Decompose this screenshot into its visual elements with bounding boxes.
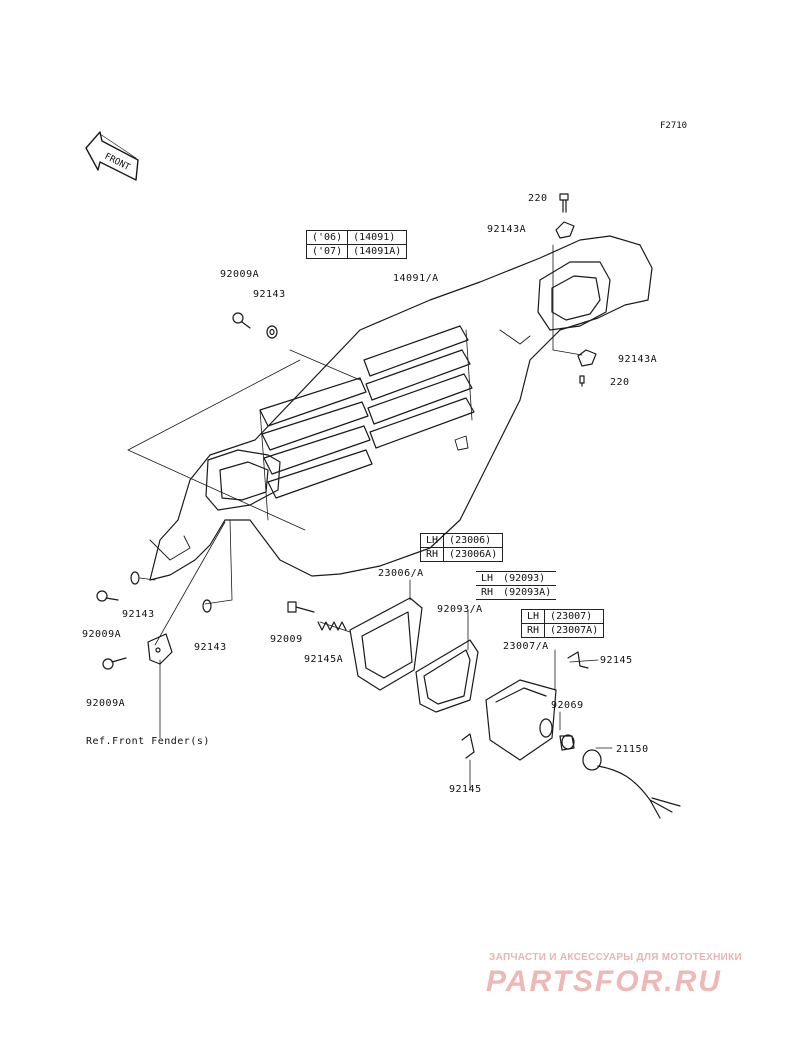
table-cell: (23007) xyxy=(544,609,605,624)
label-92143-left: 92143 xyxy=(122,609,155,620)
gasket-92093 xyxy=(415,639,479,713)
clip-92145-bottom-icon xyxy=(461,733,475,759)
clip-92145-right-icon xyxy=(567,651,589,669)
label-ref-front-fender: Ref.Front Fender(s) xyxy=(86,736,210,747)
table-cell: (23006) xyxy=(443,533,504,548)
bolt-92009A-left-icon xyxy=(96,590,119,602)
table-cell: (23007A) xyxy=(544,623,605,638)
bracket-icon xyxy=(147,633,173,665)
table-cover-versions: ('06) (14091) ('07) (14091A) xyxy=(305,230,408,259)
table-cell: RH xyxy=(520,623,546,638)
bolt-220-right-icon xyxy=(579,375,585,387)
table-row: RH (23006A) xyxy=(419,547,504,562)
headlight-cover-14091 xyxy=(149,235,653,581)
label-92009A-left: 92009A xyxy=(82,629,122,640)
label-23006A: 23006/A xyxy=(378,568,424,579)
table-cell: (14091A) xyxy=(347,244,408,259)
table-cell: RH xyxy=(476,585,499,600)
table-cell: RH xyxy=(419,547,445,562)
label-23007A: 23007/A xyxy=(503,641,549,652)
table-cell: LH xyxy=(476,571,499,586)
watermark-tagline: ЗАПЧАСТИ И АКСЕССУАРЫ ДЛЯ МОТОТЕХНИКИ xyxy=(489,952,742,963)
label-92145-bottom: 92145 xyxy=(449,784,482,795)
table-row: LH (23007) xyxy=(520,609,605,624)
label-220-top: 220 xyxy=(528,193,548,204)
table-23007-sides: LH (23007) RH (23007A) xyxy=(520,609,605,638)
label-92009: 92009 xyxy=(270,634,303,645)
figure-id: F2710 xyxy=(660,121,688,131)
table-cell: (14091) xyxy=(347,230,408,245)
table-row: LH (23006) xyxy=(419,533,504,548)
bolt-92009A-bottom-icon xyxy=(102,657,127,670)
table-92093-sides: LH (92093) RH (92093A) xyxy=(476,571,557,600)
label-92143A-right: 92143A xyxy=(618,354,658,365)
table-row: ('06) (14091) xyxy=(305,230,408,245)
label-92143-mid: 92143 xyxy=(194,642,227,653)
washer-92143-left-icon xyxy=(130,571,140,585)
bolt-92009-icon xyxy=(287,601,315,613)
table-cell: (92093A) xyxy=(498,585,557,600)
headlight-frame-23006 xyxy=(349,597,423,691)
table-cell: ('07) xyxy=(305,244,349,259)
table-row: LH (92093) xyxy=(476,571,557,586)
table-row: ('07) (14091A) xyxy=(305,244,408,259)
label-92093A: 92093/A xyxy=(437,604,483,615)
label-92143-top: 92143 xyxy=(253,289,286,300)
table-row: RH (92093A) xyxy=(476,585,557,600)
spring-92145A-icon xyxy=(317,621,347,631)
label-92009A-top: 92009A xyxy=(220,269,260,280)
bolt-92009A-top-icon xyxy=(232,312,251,329)
label-14091A: 14091/A xyxy=(393,273,439,284)
watermark-brand[interactable]: PARTSFOR.RU xyxy=(486,965,722,998)
nut-92143A-top-icon xyxy=(555,221,575,239)
label-92145A: 92145A xyxy=(304,654,344,665)
bulb-92069 xyxy=(559,734,575,751)
washer-92143-top-icon xyxy=(266,325,278,339)
table-cell: LH xyxy=(419,533,445,548)
bolt-220-top-icon xyxy=(559,193,569,213)
table-cell: (23006A) xyxy=(443,547,504,562)
label-21150: 21150 xyxy=(616,744,649,755)
nut-92143A-right-icon xyxy=(577,349,597,367)
socket-21150 xyxy=(582,749,681,819)
table-row: RH (23007A) xyxy=(520,623,605,638)
label-92069: 92069 xyxy=(551,700,584,711)
label-220-right: 220 xyxy=(610,377,630,388)
label-92145-right: 92145 xyxy=(600,655,633,666)
headlight-unit-23007 xyxy=(485,679,557,761)
table-23006-sides: LH (23006) RH (23006A) xyxy=(419,533,504,562)
table-cell: ('06) xyxy=(305,230,349,245)
table-cell: (92093) xyxy=(498,571,557,586)
label-92009A-bottom: 92009A xyxy=(86,698,126,709)
washer-92143-mid-icon xyxy=(202,599,212,613)
table-cell: LH xyxy=(520,609,546,624)
front-arrow-icon: FRONT xyxy=(85,131,139,181)
label-92143A-top: 92143A xyxy=(487,224,527,235)
